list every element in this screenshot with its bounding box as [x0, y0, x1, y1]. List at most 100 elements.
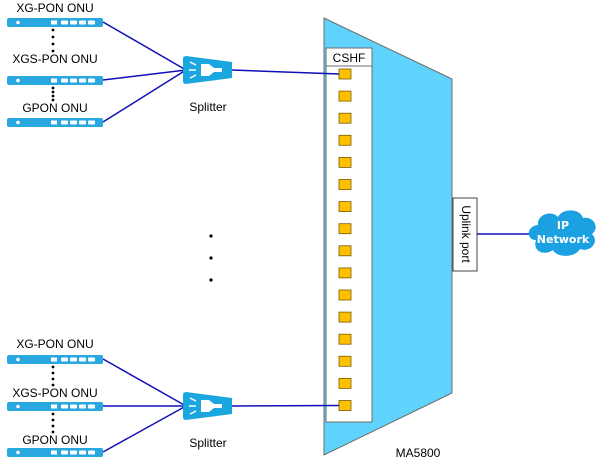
onu-lan-port-icon	[88, 357, 95, 362]
onu-label: GPON ONU	[22, 101, 87, 115]
onu-ellipsis-dot	[51, 35, 55, 39]
group-ellipsis	[209, 234, 213, 282]
onu-ellipsis-dot	[51, 365, 55, 369]
uplink-port[interactable]: Uplink port	[452, 197, 478, 272]
onu-splitter-link	[102, 69, 187, 123]
onu-ellipsis-dot	[51, 418, 55, 422]
onu-ellipsis-dot	[51, 42, 55, 46]
pon-port[interactable]	[338, 289, 352, 301]
onu-ellipsis-dot	[51, 49, 55, 53]
onu-lan-port-icon	[88, 450, 95, 455]
uplink-port-label: Uplink port	[459, 205, 473, 263]
onu-led	[16, 120, 20, 125]
splitter-beam-icon	[201, 64, 222, 76]
onu-port-icon	[51, 120, 57, 125]
onu-port-icon	[51, 357, 57, 362]
onu-led	[16, 404, 20, 409]
onu-ellipsis-dot	[51, 90, 55, 94]
splitter-port-link	[231, 69, 340, 75]
onu-device[interactable]	[7, 402, 103, 411]
pon-port[interactable]	[338, 400, 352, 411]
splitter-ray	[189, 410, 197, 415]
onu-lan-port-icon	[79, 78, 86, 83]
onu-lan-port-icon	[88, 120, 95, 125]
onu-ellipsis-dot	[51, 94, 55, 98]
pon-port[interactable]	[338, 355, 352, 367]
onu-device[interactable]	[7, 76, 103, 85]
onu-lan-port-icon	[79, 120, 86, 125]
onu-splitter-link	[102, 21, 187, 71]
onu-device[interactable]	[7, 118, 103, 127]
onu-lan-port-icon	[88, 404, 95, 409]
splitter[interactable]	[183, 392, 232, 420]
network-label-line2: Network	[537, 233, 590, 246]
pon-port[interactable]	[338, 179, 352, 190]
onu-label: GPON ONU	[22, 433, 87, 447]
onu-splitter-link	[102, 405, 187, 453]
onu-led	[16, 20, 20, 25]
onu-ellipsis-dot	[51, 98, 55, 102]
port-list	[338, 68, 352, 411]
pon-port[interactable]	[338, 112, 352, 124]
onu-lan-port-icon	[61, 404, 68, 409]
network-label-line1: IP	[557, 219, 569, 232]
onu-lan-port-icon	[79, 450, 86, 455]
onu-ellipsis-dot	[51, 377, 55, 381]
onu-led	[16, 450, 20, 455]
pon-port[interactable]	[338, 223, 352, 235]
ellipsis-dot	[209, 234, 213, 238]
onu-lan-port-icon	[61, 20, 68, 25]
onu-lan-port-icon	[61, 78, 68, 83]
splitter-ray	[189, 397, 197, 402]
pon-port[interactable]	[338, 68, 352, 80]
onu-port-icon	[51, 78, 57, 83]
pon-port[interactable]	[338, 245, 352, 257]
onu-lan-port-icon	[70, 450, 77, 455]
onu-lan-port-icon	[70, 20, 77, 25]
onu-ellipsis-dot	[51, 28, 55, 32]
onu-label: XG-PON ONU	[16, 1, 93, 15]
onu-port-icon	[51, 404, 57, 409]
onu-ellipsis-dot	[51, 430, 55, 434]
splitter[interactable]	[183, 56, 232, 84]
onu-device[interactable]	[7, 355, 103, 364]
uplink-port-box[interactable]	[452, 197, 478, 272]
onu-lan-port-icon	[61, 120, 68, 125]
onu-led	[16, 78, 20, 83]
onu-lan-port-icon	[79, 404, 86, 409]
onu-lan-port-icon	[88, 20, 95, 25]
onu-lan-port-icon	[61, 450, 68, 455]
onu-ellipsis-dot	[51, 424, 55, 428]
onu-lan-port-icon	[79, 357, 86, 362]
onu-device[interactable]	[7, 448, 103, 457]
splitter-beam-icon	[201, 400, 222, 412]
pon-port[interactable]	[338, 377, 352, 389]
splitter-label: Splitter	[189, 436, 226, 450]
pon-port[interactable]	[338, 90, 352, 102]
onu-lan-port-icon	[61, 357, 68, 362]
onu-splitter-link	[102, 358, 187, 407]
onu-ellipsis-dot	[51, 412, 55, 416]
onu-lan-port-icon	[70, 78, 77, 83]
onu-port-icon	[51, 20, 57, 25]
onu-lan-port-icon	[70, 404, 77, 409]
onu-device[interactable]	[7, 18, 103, 27]
splitter-ray	[189, 61, 197, 66]
onu-led	[16, 357, 20, 362]
pon-port[interactable]	[338, 333, 352, 345]
device-name-label: MA5800	[396, 446, 441, 460]
pon-port[interactable]	[338, 134, 352, 146]
onu-ellipsis-dot	[51, 371, 55, 375]
pon-port[interactable]	[338, 201, 352, 213]
ip-network-cloud[interactable]: IP Network	[528, 210, 596, 256]
splitter-label: Splitter	[189, 100, 226, 114]
onu-lan-port-icon	[88, 78, 95, 83]
pon-port[interactable]	[338, 311, 352, 323]
pon-port[interactable]	[338, 267, 352, 279]
pon-port[interactable]	[338, 156, 352, 168]
onu-lan-port-icon	[70, 120, 77, 125]
